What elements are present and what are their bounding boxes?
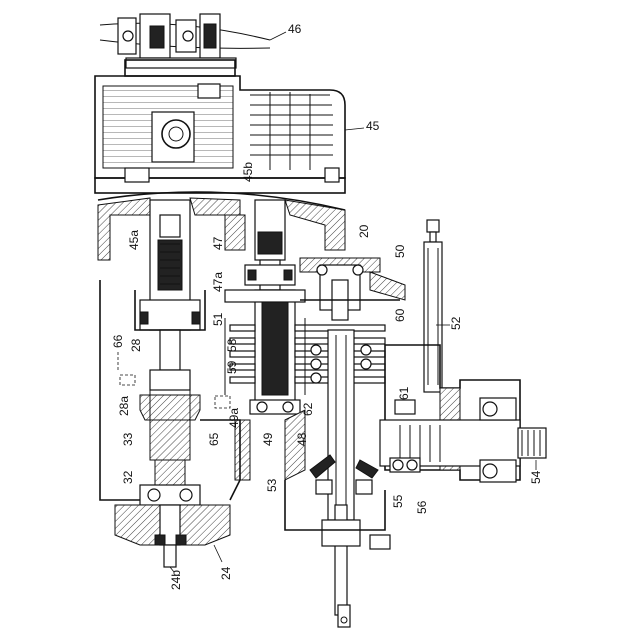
label-60: 60 [393,308,407,322]
lower-center-casing [235,410,390,549]
label-50: 50 [393,244,407,258]
label-24b: 24b [169,570,183,590]
label-45a: 45a [127,230,141,250]
label-54: 54 [529,470,543,484]
label-49a: 49a [227,408,241,428]
label-28: 28 [129,338,143,352]
label-24: 24 [219,566,233,580]
input-shaft-28 [135,200,205,370]
output-assembly-54 [380,345,546,482]
label-61: 61 [397,386,411,400]
label-51: 51 [211,312,225,326]
label-52: 52 [449,316,463,330]
label-46: 46 [288,22,302,36]
label-59: 59 [225,360,239,374]
motor-housing-45 [95,60,345,193]
output-shaft-62 [311,330,371,627]
label-62: 62 [301,402,315,416]
label-33: 33 [121,432,135,446]
label-45b: 45b [241,162,255,182]
label-45: 45 [366,119,380,133]
label-20: 20 [357,224,371,238]
label-65: 65 [207,432,221,446]
clutch-housing-20 [300,258,405,320]
label-47: 47 [211,236,225,250]
label-53: 53 [265,478,279,492]
label-28a: 28a [117,396,131,416]
label-47a: 47a [211,272,225,292]
label-49: 49 [261,432,275,446]
motor-shaft-45b [245,200,295,290]
label-66: 66 [111,334,125,348]
label-55: 55 [391,494,405,508]
label-32: 32 [121,470,135,484]
label-56: 56 [415,500,429,514]
label-48: 48 [295,432,309,446]
label-58: 58 [225,338,239,352]
